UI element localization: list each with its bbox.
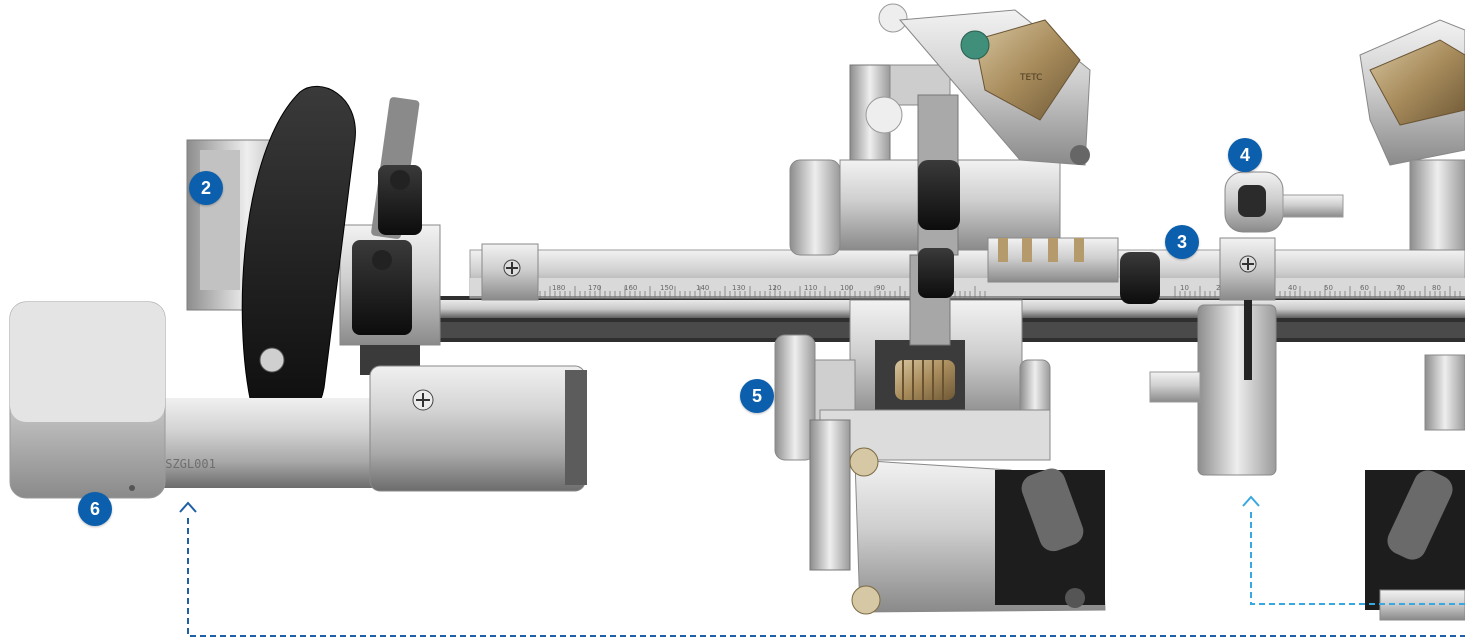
ruler-scale-left: 1801701601501401301201101009080	[552, 284, 921, 292]
probe-marking: TETC	[1019, 73, 1042, 83]
ruler-label: 80	[1432, 284, 1441, 292]
spring-coil	[895, 360, 955, 400]
clamp-lever-upper	[371, 97, 422, 239]
center-upper-wheel-frame	[789, 3, 1061, 256]
encoder-serial-engraving: BSZGL001	[158, 457, 216, 471]
callout-label: 4	[1239, 144, 1250, 165]
right-slider	[1149, 171, 1344, 476]
ruler-end-clip	[481, 243, 539, 301]
ruler-label: 180	[552, 284, 565, 292]
encoder-cylinder: BSZGL001	[150, 365, 587, 492]
right-probe-holder-lower	[1365, 354, 1465, 621]
callout-label: 6	[89, 498, 100, 519]
ruler-label: 110	[804, 284, 817, 292]
ruler-label: 170	[588, 284, 601, 292]
callout-4: 4	[1228, 138, 1262, 172]
callout-6: 6	[78, 492, 112, 526]
up-arrow-icon	[1242, 495, 1260, 507]
lower-probe-holder	[809, 419, 1106, 615]
ruler-label: 150	[660, 284, 673, 292]
callout-3: 3	[1165, 225, 1199, 259]
ruler-label: 90	[876, 284, 885, 292]
ruler-label: 130	[732, 284, 745, 292]
ruler-label: 140	[696, 284, 709, 292]
upper-probe-holder: TETC	[898, 9, 1091, 166]
callout-5: 5	[740, 379, 774, 413]
carry-handle	[241, 86, 356, 429]
callout-label: 3	[1176, 231, 1187, 252]
ruler-label: 10	[1180, 284, 1189, 292]
ruler-label: 100	[840, 284, 853, 292]
leader-line-slider	[1250, 512, 1465, 605]
up-arrow-icon	[179, 501, 197, 513]
ruler-label: 50	[1324, 284, 1333, 292]
ruler-label: 120	[768, 284, 781, 292]
ruler-label: 60	[1360, 284, 1369, 292]
ruler-label: 40	[1288, 284, 1297, 292]
callout-label: 2	[200, 177, 211, 198]
clamp-lever-lower	[352, 240, 412, 335]
encoder-end-cap	[9, 301, 166, 499]
callout-2: 2	[189, 171, 223, 205]
callout-label: 5	[751, 385, 762, 406]
ruler-label: 70	[1396, 284, 1405, 292]
ruler-label: 160	[624, 284, 637, 292]
adjust-screws	[987, 237, 1160, 304]
right-probe-holder-upper	[1359, 19, 1465, 251]
